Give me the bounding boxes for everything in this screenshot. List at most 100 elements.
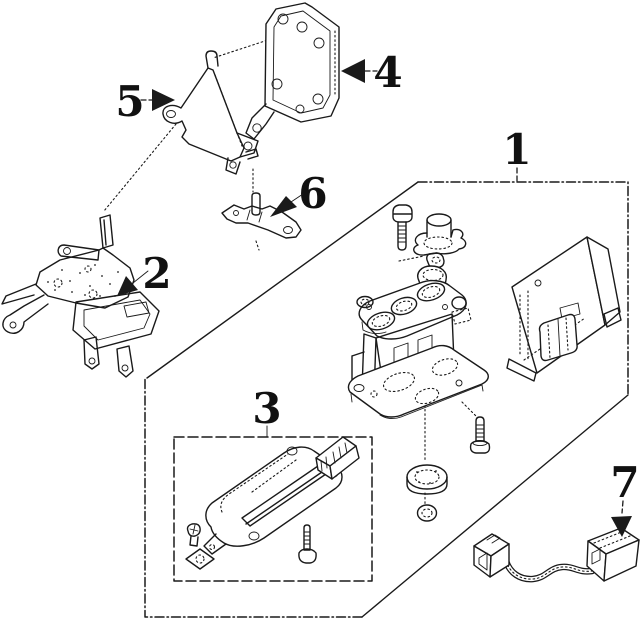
part-4-hole <box>271 78 283 90</box>
part-6-small-hole <box>233 210 239 216</box>
part-1-washers <box>406 464 448 522</box>
callout-4[interactable]: 4 <box>341 48 403 97</box>
assembly-1-boundary <box>144 181 629 618</box>
callout-7-leader <box>621 500 624 514</box>
callout-6-leader <box>290 193 304 203</box>
bolt-shaft <box>303 524 311 551</box>
bolt-head <box>298 548 317 564</box>
base-small-hole <box>455 379 463 387</box>
part-4-inner-line <box>272 10 331 114</box>
washer-small <box>416 504 438 522</box>
cap-nut <box>426 252 445 269</box>
part-5-lug <box>236 132 259 158</box>
callout-3[interactable]: 3 <box>252 384 282 438</box>
washer-large-dots <box>416 470 437 484</box>
part-6-hole <box>283 226 293 234</box>
tray-foot <box>203 533 227 555</box>
screw-cross <box>189 524 199 535</box>
callout-7-label[interactable]: 7 <box>610 458 639 507</box>
part-5-bracket <box>162 50 259 175</box>
part-2-arm-lug-hole <box>9 321 17 329</box>
callout-6-label[interactable]: 6 <box>298 169 327 218</box>
bolt-head <box>469 440 491 454</box>
callout-2[interactable]: 2 <box>117 249 172 298</box>
callout-6[interactable]: 6 <box>270 169 328 218</box>
connector-ribs <box>320 442 348 472</box>
boundary-top-right-edges <box>417 181 629 396</box>
part-2-post <box>99 214 114 249</box>
square-washer <box>185 548 215 570</box>
callout-5[interactable]: 5 <box>115 77 175 126</box>
callout-2-label[interactable]: 2 <box>142 249 171 298</box>
part-6-bracket <box>221 192 302 239</box>
tray-bump <box>248 531 260 541</box>
connector-detail <box>478 534 501 571</box>
modulator-port <box>390 296 418 316</box>
tray-screws <box>185 523 215 570</box>
part-5-foot <box>225 148 259 175</box>
callout-7[interactable]: 7 <box>610 458 640 537</box>
modulator-port <box>366 311 396 331</box>
part-2-plate-hole <box>53 278 63 288</box>
part-1-lower-bolt <box>469 416 491 454</box>
part-3-relay-assembly <box>185 436 360 570</box>
tray-inner-texture <box>220 453 297 513</box>
part-2-leg-hole <box>88 357 96 365</box>
cap-nut-hole <box>431 256 441 264</box>
bolt-shaft <box>397 221 407 251</box>
callout-7-arrowhead <box>611 516 632 537</box>
connector-texture <box>593 530 631 549</box>
callout-2-arrowhead <box>117 276 138 296</box>
bolt-threads <box>303 531 311 545</box>
modulator-right-lug <box>451 296 467 310</box>
part-5-foot-hole <box>229 161 237 169</box>
part-2-plate <box>35 247 135 309</box>
modulator-base-ports <box>353 358 463 405</box>
washer-large <box>406 464 448 490</box>
part-2-bracket <box>1 214 160 378</box>
modulator-side-nut <box>356 295 374 309</box>
connector-right <box>489 543 510 578</box>
modulator-right-lug-face <box>451 307 472 325</box>
part-2-stipple <box>47 264 119 297</box>
bolt-shaft <box>475 416 485 442</box>
part-2-plate-hole <box>84 265 92 273</box>
tray-connector <box>315 436 360 480</box>
part-2-lower-frame <box>72 291 160 350</box>
part-5-outline <box>162 67 245 162</box>
part-5-stud <box>205 50 219 69</box>
callout-5-arrowhead <box>152 89 175 111</box>
harness-connector-right <box>586 527 640 582</box>
part-1-modulator <box>347 265 489 420</box>
callout-5-label[interactable]: 5 <box>115 77 144 126</box>
part-2-left-prong <box>1 283 37 305</box>
part-1-control-module <box>506 236 622 382</box>
ecu-slot <box>559 302 581 320</box>
part-4-hole <box>277 13 289 25</box>
base-edge-bump <box>353 384 365 392</box>
part-4-hole <box>312 93 324 105</box>
part-4-hole <box>295 104 305 114</box>
part-2-arm-hole <box>63 247 71 255</box>
callout-1[interactable]: 1 <box>502 125 532 182</box>
callout-3-label[interactable]: 3 <box>252 384 281 433</box>
part-6-notches <box>246 209 263 223</box>
callout-4-label[interactable]: 4 <box>373 48 402 97</box>
connector-right <box>603 539 640 582</box>
part-5-tab-hole <box>166 110 176 118</box>
assembly-3-box <box>173 436 373 582</box>
part-4-outline <box>264 2 340 123</box>
connector-notch <box>591 548 601 565</box>
part-1-upper-bolt <box>392 204 413 251</box>
assembly-alignment-lines <box>103 38 477 505</box>
tray-bump <box>286 446 298 456</box>
boundary-diagonal-lower-right <box>361 394 629 618</box>
bolt-threads <box>475 424 485 438</box>
modulator-base-depth <box>350 384 484 420</box>
part-6-pin <box>251 192 261 216</box>
modulator-base-plate <box>347 344 489 418</box>
callout-1-label[interactable]: 1 <box>502 125 531 174</box>
part-4-lug-hole <box>252 123 262 133</box>
